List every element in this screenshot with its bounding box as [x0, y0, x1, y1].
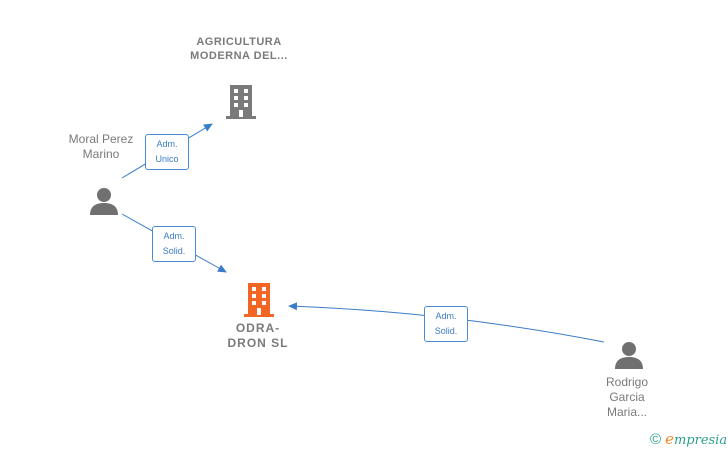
- brand-logo: © empresia: [650, 430, 728, 448]
- copyright-icon: ©: [650, 430, 662, 448]
- person-icon[interactable]: [89, 186, 119, 216]
- person-icon[interactable]: [614, 340, 644, 370]
- edge-label-adm-solid-right: Adm. Solid.: [424, 306, 468, 342]
- edge-label-adm-solid-left: Adm. Solid.: [152, 226, 196, 262]
- company-top-label[interactable]: AGRICULTURA MODERNA DEL...: [190, 36, 288, 62]
- building-icon[interactable]: [225, 84, 257, 120]
- edge-label-adm-unico: Adm. Unico: [145, 134, 189, 170]
- company-main-label[interactable]: ODRA- DRON SL: [227, 321, 289, 350]
- person-right-label[interactable]: Rodrigo Garcia Maria...: [605, 375, 649, 419]
- building-icon[interactable]: [243, 282, 275, 318]
- person-left-label[interactable]: Moral Perez Marino: [68, 132, 134, 161]
